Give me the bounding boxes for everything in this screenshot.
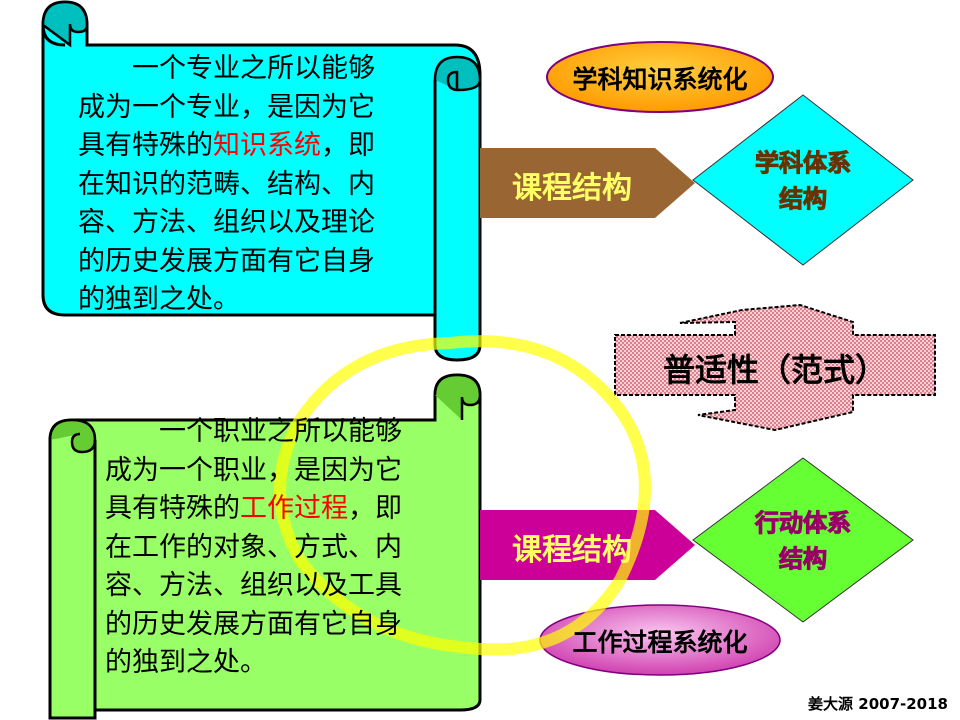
- text-line: 具有特殊的工作过程，即: [105, 490, 402, 529]
- bottom-ellipse-label: 工作过程系统化: [572, 628, 748, 657]
- text-line: 的历史发展方面有它自身: [78, 245, 375, 277]
- middle-arrow-label: 普适性（范式）: [662, 351, 887, 389]
- text-segment: ，即: [321, 130, 375, 161]
- bottom-diamond-label: 行动体系 结构: [723, 505, 883, 577]
- text-segment: 具有特殊的: [78, 130, 213, 161]
- text-line: 的独到之处。: [78, 284, 240, 315]
- top-arrow-label: 课程结构: [512, 171, 632, 206]
- text-line: 具有特殊的知识系统，即: [78, 127, 375, 166]
- text-line: 成为一个职业，是因为它: [105, 454, 402, 486]
- text-line: 的独到之处。: [105, 647, 267, 678]
- text-line: 一个职业之所以能够: [105, 416, 402, 447]
- highlight-knowledge-system: 知识系统: [213, 130, 321, 161]
- text-segment: ，即: [348, 493, 402, 524]
- diamond-line: 结构: [779, 545, 828, 574]
- diamond-line: 行动体系: [755, 509, 852, 538]
- top-ellipse: [546, 41, 774, 113]
- bottom-arrow-label: 课程结构: [512, 533, 632, 568]
- top-scroll-text: 一个专业之所以能够 成为一个专业，是因为它 具有特殊的知识系统，即 在知识的范畴…: [78, 50, 375, 320]
- top-ellipse-label: 学科知识系统化: [572, 65, 748, 94]
- text-line: 在工作的对象、方式、内: [105, 531, 402, 563]
- top-diamond-shape: [692, 94, 914, 266]
- text-line: 容、方法、组织以及工具: [105, 570, 402, 601]
- author-credit: 姜大源 2007-2018: [808, 695, 948, 713]
- text-line: 成为一个专业，是因为它: [78, 91, 375, 123]
- middle-double-arrow-shape: [614, 303, 936, 432]
- text-line: 容、方法、组织以及理论: [78, 207, 375, 238]
- text-line: 的历史发展方面有它自身: [105, 608, 402, 640]
- text-line: 一个专业之所以能够: [78, 53, 375, 84]
- diamond-line: 学科体系: [755, 149, 852, 178]
- yellow-highlight-circle: [274, 335, 651, 656]
- top-diamond-label: 学科体系 结构: [723, 145, 883, 217]
- bottom-scroll-text: 一个职业之所以能够 成为一个职业，是因为它 具有特殊的工作过程，即 在工作的对象…: [105, 413, 402, 683]
- top-arrow-shape: [480, 148, 695, 218]
- highlight-work-process: 工作过程: [240, 493, 348, 524]
- text-segment: 具有特殊的: [105, 493, 240, 524]
- bottom-scroll: [48, 373, 482, 720]
- text-line: 在知识的范畴、结构、内: [78, 168, 375, 200]
- diamond-line: 结构: [779, 185, 828, 214]
- bottom-diamond-shape: [692, 457, 914, 623]
